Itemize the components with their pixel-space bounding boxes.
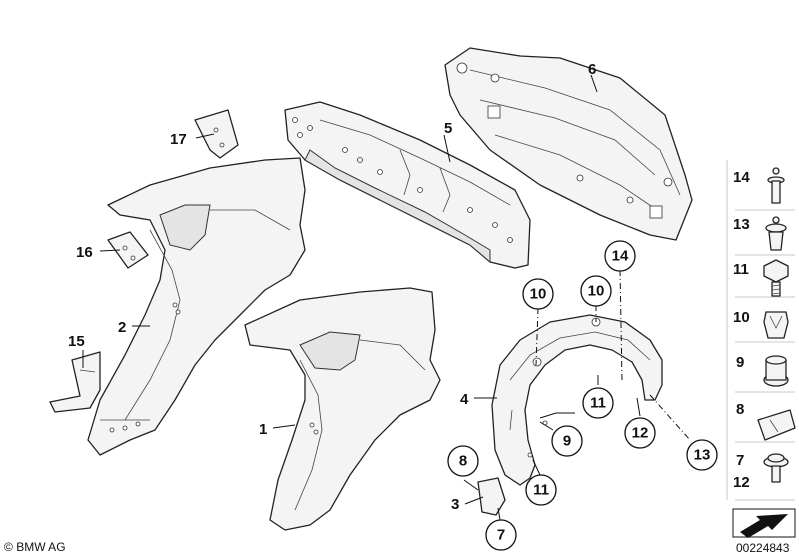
callout-10-a: 10 — [522, 278, 554, 310]
callout-8: 8 — [447, 445, 479, 477]
callout-17: 17 — [170, 131, 187, 148]
callout-11-a: 11 — [582, 387, 614, 419]
part-4-wheel-arch-liner — [491, 314, 663, 486]
callout-3: 3 — [451, 496, 459, 513]
svg-text:7: 7 — [497, 527, 505, 544]
part-6-rear-panel — [444, 47, 693, 241]
legend-label-10: 10 — [733, 309, 750, 326]
part-16-plate — [107, 231, 149, 269]
callout-10-b: 10 — [580, 275, 612, 307]
svg-text:10: 10 — [530, 286, 547, 303]
callout-11-b: 11 — [525, 474, 557, 506]
legend-label-9: 9 — [736, 354, 744, 371]
svg-text:13: 13 — [694, 447, 711, 464]
callout-1: 1 — [259, 421, 267, 438]
circled-callouts: 10 10 14 11 12 13 9 8 — [447, 240, 718, 551]
brand-label: BMW AG — [16, 540, 66, 554]
callout-15: 15 — [68, 333, 85, 350]
svg-text:14: 14 — [612, 248, 629, 265]
svg-text:12: 12 — [632, 425, 649, 442]
callout-9: 9 — [551, 425, 583, 457]
clip-nut-icon — [757, 409, 796, 441]
part-3-mud-flap — [477, 477, 506, 516]
plastic-nut-icon — [763, 311, 789, 339]
callout-5: 5 — [444, 120, 452, 137]
legend-label-14: 14 — [733, 169, 750, 186]
callout-12: 12 — [624, 417, 656, 449]
callout-16: 16 — [76, 244, 93, 261]
leader-lines — [82, 74, 691, 521]
fastener-legend: 14 13 11 10 9 8 7 12 — [726, 160, 796, 501]
part-15-angle-bracket — [49, 351, 101, 413]
callout-labels: 6 5 17 16 2 15 1 4 3 — [68, 61, 596, 513]
callout-7: 7 — [485, 519, 517, 551]
copyright-notice: © BMW AG — [4, 540, 66, 554]
callout-14: 14 — [604, 240, 636, 272]
nut-icon — [763, 355, 789, 387]
svg-text:9: 9 — [563, 433, 571, 450]
diagram-number: 00224843 — [736, 541, 790, 555]
view-direction-arrow — [732, 508, 796, 538]
legend-label-13: 13 — [733, 216, 750, 233]
legend-label-7: 7 — [736, 452, 744, 469]
copyright-symbol: © — [4, 540, 13, 554]
screw-washer-icon — [763, 453, 789, 483]
legend-label-12: 12 — [733, 474, 750, 491]
svg-text:8: 8 — [459, 453, 467, 470]
legend-label-8: 8 — [736, 401, 744, 418]
svg-text:11: 11 — [533, 482, 549, 499]
part-5-crossmember — [284, 101, 531, 269]
part-1-side-panel-right — [244, 287, 441, 531]
callout-4: 4 — [460, 391, 469, 408]
rivet-icon — [767, 167, 785, 204]
hex-screw-icon — [763, 259, 789, 297]
svg-text:10: 10 — [588, 283, 605, 300]
callout-6: 6 — [588, 61, 596, 78]
callout-13: 13 — [686, 439, 718, 471]
part-2-side-panel-left — [87, 157, 306, 456]
svg-text:11: 11 — [590, 395, 606, 412]
legend-label-11: 11 — [733, 261, 749, 278]
callout-2: 2 — [118, 319, 126, 336]
part-17-bracket — [194, 109, 239, 159]
expanding-rivet-icon — [765, 216, 787, 251]
